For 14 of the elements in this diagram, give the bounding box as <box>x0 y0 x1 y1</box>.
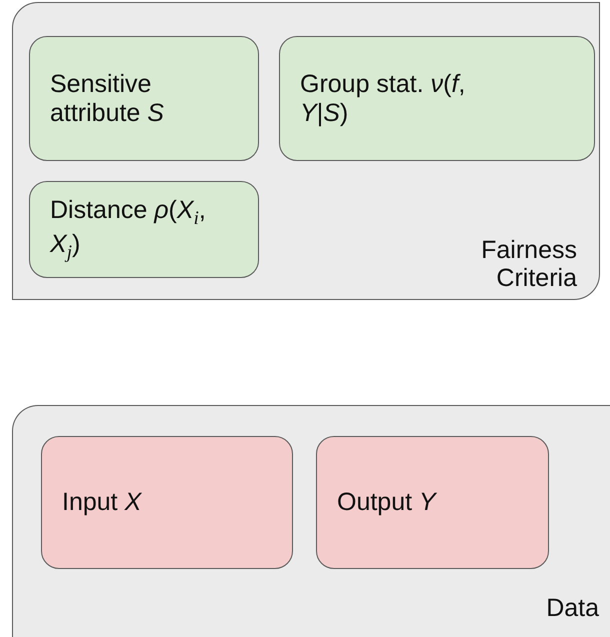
criteria-panel <box>12 2 600 300</box>
box-label: Input X <box>62 488 142 517</box>
box-label: Sensitive attribute S <box>50 70 165 128</box>
output-box <box>316 436 549 569</box>
input-box <box>41 436 293 569</box>
attribute-box <box>29 36 259 161</box>
statistic-box <box>279 36 595 161</box>
box-label: Group stat. ν(f, Y|S) <box>300 70 466 128</box>
panel-title: Data <box>545 594 599 624</box>
distance-box <box>29 181 259 278</box>
box-label: Distance ρ(X$_{i}$, X$_{j}$) <box>50 196 207 264</box>
panel-title: Fairness Criteria <box>480 236 577 293</box>
data-panel <box>12 405 610 637</box>
box-label: Output Y <box>337 488 436 517</box>
